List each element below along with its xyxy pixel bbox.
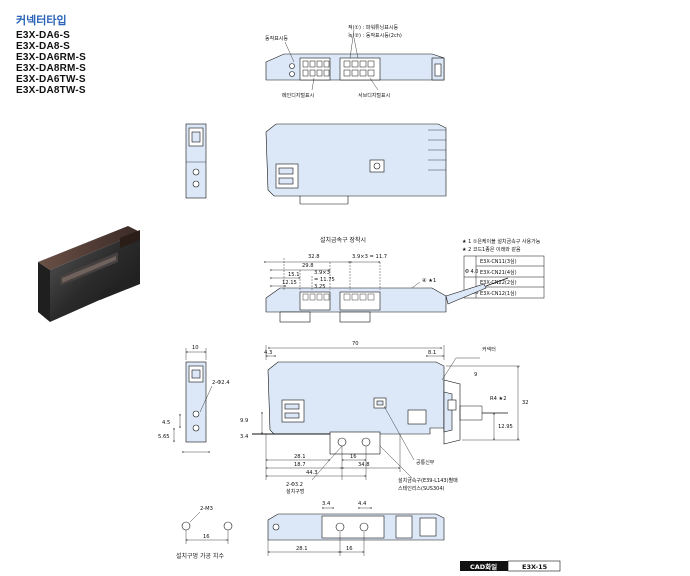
dim-12-15: 12.15 bbox=[282, 280, 297, 286]
end-view-upper bbox=[185, 123, 207, 199]
table-model: E3X-CN21(4심) bbox=[480, 269, 517, 276]
dim-16-b: 16 bbox=[346, 546, 353, 552]
label-operation-indicator: 동작표시등 bbox=[265, 35, 288, 42]
product-photo bbox=[38, 226, 140, 322]
dim-9-9: 9.9 bbox=[240, 418, 248, 424]
dim-15-1: 15.1 bbox=[288, 272, 300, 278]
bottom-view bbox=[267, 507, 445, 556]
label-main-digital: 메인디지털표시 bbox=[282, 92, 314, 99]
dim-4-5: 4.5 bbox=[162, 420, 170, 426]
end-view-lower bbox=[173, 348, 213, 453]
dim-18-7: 18.7 bbox=[294, 462, 306, 468]
label-red-indicator: 적(①) : 파워튜닝표시등 bbox=[348, 24, 398, 31]
dim-44-3: 44.3 bbox=[306, 470, 318, 476]
table-model: E3X-CN11(3심) bbox=[480, 258, 517, 265]
table-model: E3X-CN22(2심) bbox=[480, 279, 517, 286]
label-sub-digital: 서브디지털표시 bbox=[358, 92, 390, 99]
label-green-indicator: 녹(②) : 동작표시등(2ch) bbox=[348, 32, 402, 39]
dim-28-1: 28.1 bbox=[294, 454, 306, 460]
dim-10: 10 bbox=[192, 345, 199, 351]
side-view-upper bbox=[265, 123, 447, 205]
bracket-caption: 설치금속구 장착시 bbox=[320, 236, 366, 244]
cad-label: CAD화일 bbox=[470, 562, 497, 571]
model-name: E3X-DA8RM-S bbox=[16, 63, 86, 74]
main-view bbox=[252, 345, 520, 481]
label-connector: 커넥터 bbox=[482, 346, 496, 353]
dim-12-95: 12.95 bbox=[498, 424, 513, 430]
header-block: 커넥터타입 E3X-DA6-S E3X-DA8-S E3X-DA6RM-S E3… bbox=[16, 14, 166, 96]
dim-4-4: 4.4 bbox=[358, 501, 367, 507]
dim-2-2-4: 2-Φ2.4 bbox=[212, 380, 230, 386]
label-bracket-material: 스테인리스(SUS304) bbox=[398, 485, 445, 492]
dim-70: 70 bbox=[352, 341, 359, 347]
dim-3-25: 3.25 bbox=[314, 284, 326, 290]
dim-3-4: 3.4 bbox=[240, 434, 249, 440]
top-view bbox=[265, 29, 445, 91]
dim-16-c: 16 bbox=[203, 534, 210, 540]
hole-caption: 설치구멍 가공 치수 bbox=[176, 552, 224, 560]
note-1: ★ 1 ①은케이블 설치금속구 사용가능 bbox=[462, 238, 541, 245]
dim-29-8: 29.8 bbox=[302, 263, 314, 269]
dim-28-1-b: 28.1 bbox=[296, 546, 308, 552]
dim-34-8: 34.8 bbox=[358, 462, 370, 468]
label-mount-hole: 2-Φ3.2 bbox=[286, 482, 303, 488]
dim-r4: R4 ★2 bbox=[490, 396, 507, 402]
dim-4-note: ④ ★1 bbox=[422, 278, 436, 284]
label-bracket-note: 설치금속구(E39-L143)별매 bbox=[398, 477, 458, 484]
label-m3: 2-M3 bbox=[200, 506, 213, 512]
dim-3-4-b: 3.4 bbox=[322, 501, 331, 507]
dim-11-75: = 11.75 bbox=[314, 277, 335, 283]
dim-16: 16 bbox=[350, 454, 357, 460]
model-name: E3X-DA6TW-S bbox=[16, 74, 86, 85]
page-title: 커넥터타입 bbox=[16, 14, 67, 27]
dim-3-9x3-11-7: 3.9×3 = 11.7 bbox=[352, 254, 387, 260]
model-name: E3X-DA8TW-S bbox=[16, 85, 86, 96]
footer: CAD화일 E3X-15 bbox=[460, 560, 561, 572]
dim-32-8: 32.8 bbox=[308, 254, 320, 260]
dim-4-3: 4.3 bbox=[264, 350, 272, 356]
dim-32: 32 bbox=[522, 400, 529, 406]
dim-9: 9 bbox=[474, 372, 477, 378]
model-name: E3X-DA8-S bbox=[16, 41, 71, 52]
label-mount-hole-b: 설치구멍 bbox=[286, 488, 304, 495]
dim-8-1: 8.1 bbox=[428, 350, 436, 356]
hole-view bbox=[181, 511, 233, 544]
model-name: E3X-DA6-S bbox=[16, 30, 71, 41]
cable-table bbox=[463, 255, 545, 299]
table-model: E3X-CN12(1심) bbox=[480, 290, 517, 297]
model-name: E3X-DA6RM-S bbox=[16, 52, 86, 63]
table-dia: Φ 4.0 bbox=[465, 269, 478, 275]
dim-5-65: 5.65 bbox=[158, 434, 170, 440]
bracket-drawing bbox=[263, 258, 509, 323]
page-number: E3X-15 bbox=[522, 563, 548, 571]
label-common-terminal: 공통신부 bbox=[416, 459, 435, 466]
note-2: ★ 2 코드1종은 이래와 같음 bbox=[462, 246, 521, 253]
dim-3-9x3: 3.9×3 bbox=[314, 270, 330, 276]
